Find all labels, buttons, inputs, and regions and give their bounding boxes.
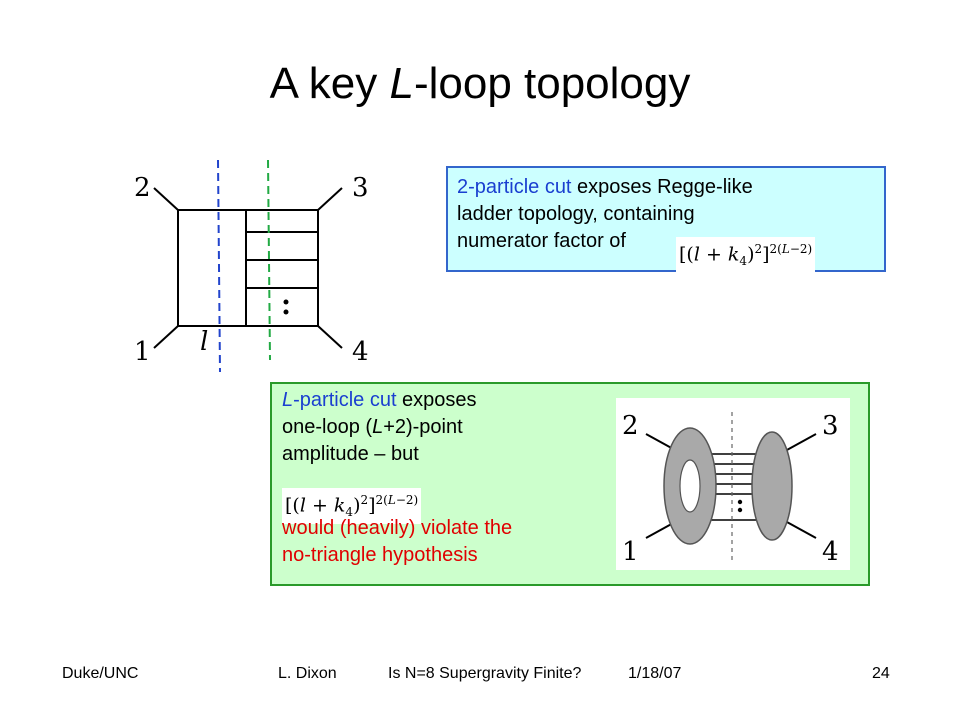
ladder-label-loop: l xyxy=(200,327,208,357)
footer-page: 24 xyxy=(872,665,890,682)
ladder-label-4: 4 xyxy=(352,337,369,367)
top-line1-rest: exposes Regge-like xyxy=(571,176,753,198)
footer-date: 1/18/07 xyxy=(628,665,682,682)
bottom-line-1: L-particle cut exposes xyxy=(282,387,612,414)
l-particle-cut-box: L-particle cut exposes one-loop (L+2)-po… xyxy=(270,382,870,586)
bottom-hl-italic: L xyxy=(282,389,294,411)
title-italic: L xyxy=(389,59,414,108)
no-triangle-warning: would (heavily) violate the no-triangle … xyxy=(282,515,612,569)
red-line-2: no-triangle hypothesis xyxy=(282,544,478,566)
one-loop-diagram: 2 3 1 4 xyxy=(616,398,850,570)
ladder-label-1: 1 xyxy=(134,337,151,367)
red-line-1: would (heavily) violate the xyxy=(282,517,513,539)
oneloop-label-2: 2 xyxy=(622,411,639,441)
bottom-text: L-particle cut exposes one-loop (L+2)-po… xyxy=(282,387,612,468)
top-highlight: 2-particle cut xyxy=(457,176,572,198)
top-line-3: numerator factor of xyxy=(457,230,626,252)
top-formula: [(l + k4)2]2(L−2) xyxy=(676,237,816,274)
bottom-line2-a: one-loop ( xyxy=(282,416,373,438)
top-line-2: ladder topology, containing xyxy=(457,203,695,225)
footer-author: L. Dixon xyxy=(278,665,337,682)
two-particle-cut-box: 2-particle cut exposes Regge-like ladder… xyxy=(446,166,886,274)
slide-title: A key L-loop topology xyxy=(0,58,960,110)
footer-talk: Is N=8 Supergravity Finite? xyxy=(388,665,582,682)
ladder-label-3: 3 xyxy=(352,173,369,203)
bottom-hl-rest: -particle cut xyxy=(293,389,397,411)
oneloop-label-1: 1 xyxy=(622,537,639,567)
title-prefix: A key xyxy=(269,59,390,108)
bottom-line-3: amplitude – but xyxy=(282,443,419,465)
footer-left: Duke/UNC xyxy=(62,665,139,682)
bottom-formula: [(l + k4)2]2(L−2) xyxy=(282,488,422,525)
bottom-line-2: one-loop (L+2)-point xyxy=(282,414,612,441)
bottom-line2-italic: L xyxy=(372,416,384,438)
oneloop-label-3: 3 xyxy=(822,411,839,441)
bottom-line2-b: +2)-point xyxy=(383,416,463,438)
ladder-label-2: 2 xyxy=(134,173,151,203)
oneloop-label-4: 4 xyxy=(822,537,839,567)
title-suffix: -loop topology xyxy=(413,59,691,108)
bottom-line1-rest: exposes xyxy=(396,389,477,411)
ladder-diagram: 2 3 1 4 l xyxy=(124,160,382,372)
top-line-1: 2-particle cut exposes Regge-like xyxy=(457,174,875,201)
